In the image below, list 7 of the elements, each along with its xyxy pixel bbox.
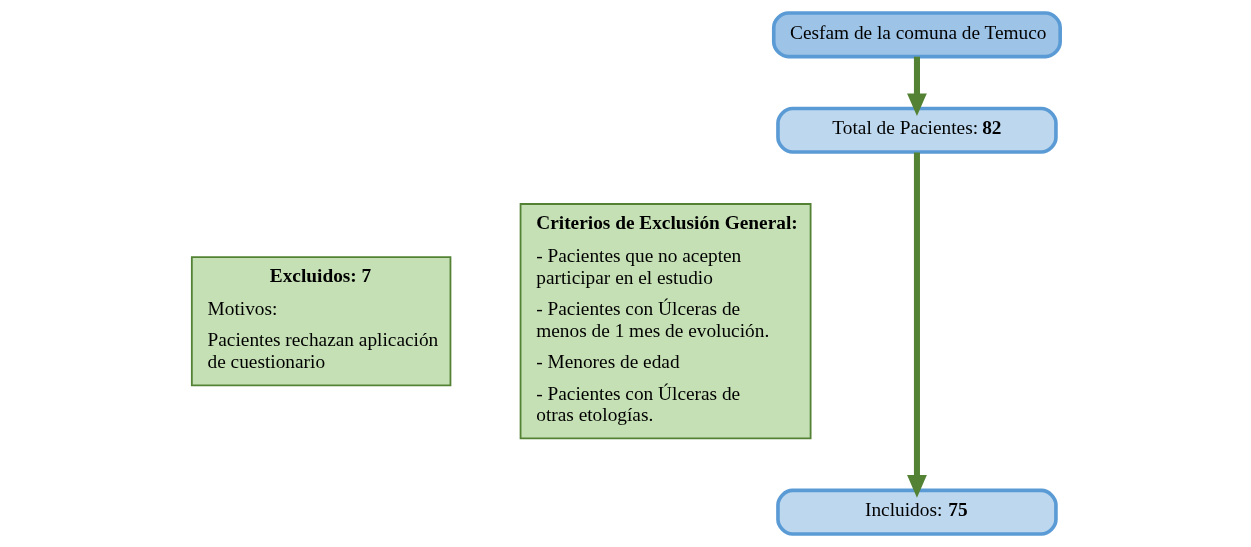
node-box: Excluidos: 7 Motivos: Pacientes rechazan aplicación de cuestionario bbox=[190, 256, 451, 387]
node-box: Cesfam de la comuna de Temuco bbox=[771, 11, 1062, 59]
node-box: Criterios de Exclusión General: - Pacientes que no acepten participar en el estudio - Pacientes con Úlceras de menos de 1 mes de evolución. - Menores de edad - Pacientes con Úlceras de otras etologías. bbox=[519, 203, 811, 440]
arrow bbox=[906, 152, 927, 498]
node-box: Total de Pacientes: 82 bbox=[775, 106, 1058, 154]
node-box: Incluidos: 75 bbox=[775, 488, 1058, 536]
arrow bbox=[906, 56, 927, 117]
